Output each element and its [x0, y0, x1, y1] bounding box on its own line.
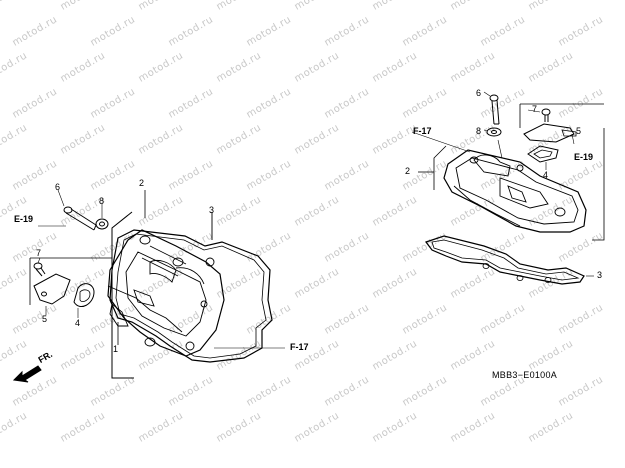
callout-6-right: 6 [476, 88, 482, 98]
screw-right [541, 108, 551, 122]
callout-8-right: 8 [476, 126, 482, 136]
ref-f17-left[interactable]: F-17 [290, 342, 309, 352]
ref-f17-right[interactable]: F-17 [413, 126, 432, 136]
assembly-bracket-left [111, 211, 134, 379]
callout-2-left: 2 [139, 178, 145, 188]
washer-left [95, 218, 109, 230]
valve-cover-left [107, 229, 225, 357]
front-direction-arrow [12, 365, 42, 383]
callout-4-left: 4 [75, 318, 81, 328]
seal-right [527, 145, 559, 163]
callout-3-left: 3 [209, 205, 215, 215]
valve-cover-right [443, 149, 587, 233]
gasket-right [425, 235, 585, 285]
callout-2-right: 2 [405, 166, 411, 176]
callout-4-right: 4 [543, 170, 549, 180]
ref-e19-left[interactable]: E-19 [14, 214, 34, 224]
callout-3-right: 3 [597, 270, 603, 280]
bolt-left [63, 206, 97, 231]
washer-right [486, 127, 502, 137]
ref-e19-right[interactable]: E-19 [574, 152, 594, 162]
callout-7-right: 7 [532, 104, 538, 114]
callout-6-left: 6 [55, 182, 61, 192]
callout-7-left: 7 [36, 248, 42, 258]
callout-1-left: 1 [113, 344, 119, 354]
diagram-code: MBB3−E0100A [492, 370, 558, 380]
breather-plate-right [523, 123, 575, 143]
callout-5-right: 5 [576, 126, 582, 136]
assembly-bracket-right [433, 145, 447, 190]
screw-left [33, 262, 46, 277]
callout-5-left: 5 [42, 314, 48, 324]
breather-plate-left [33, 273, 71, 305]
callout-8-left: 8 [99, 196, 105, 206]
bolt-right [489, 94, 500, 125]
seal-left [73, 283, 95, 307]
